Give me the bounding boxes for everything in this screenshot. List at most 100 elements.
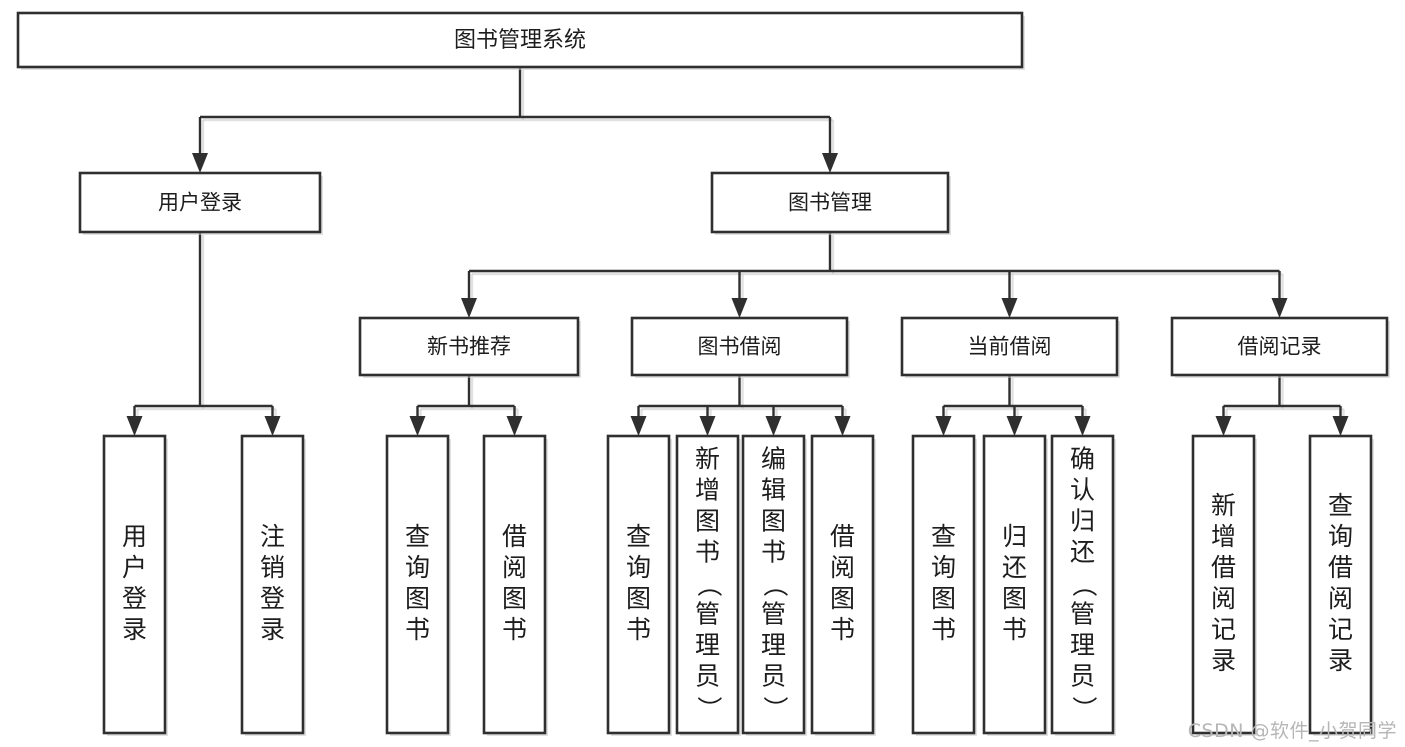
leaf-label-char: 管: [761, 600, 786, 629]
leaf-label-char: 录: [260, 615, 285, 644]
leaf-label-char: 图: [1002, 584, 1027, 613]
node-box[interactable]: [358, 316, 580, 377]
leaf-label-char: （: [1070, 572, 1099, 597]
node-box[interactable]: [78, 171, 322, 234]
arrow-head: [1074, 416, 1091, 436]
leaf-label-char: 阅: [1328, 584, 1353, 613]
node-user-login[interactable]: 用户登录: [78, 171, 323, 235]
leaf-label-char: 借: [1328, 553, 1353, 582]
leaf-label-char: 登: [122, 584, 147, 613]
edges-layer: [126, 67, 1349, 436]
node-box[interactable]: [710, 171, 950, 234]
leaf-label-char: 借: [1211, 553, 1236, 582]
arrow-head: [834, 416, 851, 436]
arrow-head: [1332, 416, 1349, 436]
leaf-label-char: 书: [405, 615, 430, 644]
node-box[interactable]: [385, 434, 450, 735]
leaf-label-char: 员: [1070, 662, 1095, 691]
leaf-label-char: 书: [931, 615, 956, 644]
leaf-label-char: 询: [405, 553, 430, 582]
leaf-label-char: 管: [695, 600, 720, 629]
node-box[interactable]: [1050, 434, 1115, 735]
leaf-label-char: 登: [260, 584, 285, 613]
node-label: 图书管理系统: [454, 28, 586, 53]
leaf-label-char: 新: [695, 445, 720, 474]
leaf-label-char: 图: [695, 507, 720, 536]
leaf-label-char: ）: [761, 696, 790, 721]
node-box[interactable]: [1308, 434, 1373, 735]
node-box[interactable]: [102, 434, 167, 735]
leaf-label-char: 查: [626, 522, 651, 551]
leaf-label-char: 书: [761, 538, 786, 567]
node-box[interactable]: [741, 434, 806, 735]
node-box[interactable]: [240, 434, 305, 735]
leaf-label-char: 询: [1328, 522, 1353, 551]
leaf-label-char: 查: [405, 522, 430, 551]
leaf-label-char: 询: [626, 553, 651, 582]
leaf-label-char: 户: [122, 553, 147, 582]
leaf-label-char: 新: [1211, 491, 1236, 520]
leaf-label-char: 录: [1211, 646, 1236, 675]
node-leaf-user-login[interactable]: 用户登录: [102, 434, 168, 736]
leaf-label-char: 书: [502, 615, 527, 644]
node-box[interactable]: [900, 316, 1119, 377]
leaf-label-char: 员: [695, 662, 720, 691]
node-box[interactable]: [1191, 434, 1256, 735]
node-box[interactable]: [630, 316, 849, 377]
leaf-label-char: 还: [1070, 538, 1095, 567]
node-box[interactable]: [606, 434, 671, 735]
arrow-head: [192, 153, 208, 173]
leaf-label-char: 辑: [761, 476, 786, 505]
leaf-label-char: 查: [1328, 491, 1353, 520]
node-box[interactable]: [982, 434, 1047, 735]
leaf-label-char: （: [761, 572, 790, 597]
arrow-head: [409, 416, 426, 436]
connector-book-manage: [461, 232, 1288, 318]
connector-user-login: [126, 232, 281, 436]
node-box[interactable]: [16, 11, 1024, 69]
node-current-borrow[interactable]: 当前借阅: [900, 316, 1120, 378]
node-box[interactable]: [482, 434, 547, 735]
arrow-head: [1001, 298, 1018, 318]
leaf-label-char: 图: [931, 584, 956, 613]
node-box[interactable]: [810, 434, 875, 735]
arrow-head: [1215, 416, 1232, 436]
node-new-book-recommend[interactable]: 新书推荐: [358, 316, 581, 378]
leaf-label-char: 录: [122, 615, 147, 644]
leaf-label-char: 阅: [1211, 584, 1236, 613]
leaf-label-char: 书: [830, 615, 855, 644]
leaf-label-char: 图: [761, 507, 786, 536]
node-label: 当前借阅: [968, 335, 1052, 359]
arrow-head: [630, 416, 647, 436]
node-box[interactable]: [1170, 316, 1389, 377]
arrow-head: [765, 416, 782, 436]
leaf-label-char: 图: [502, 584, 527, 613]
node-borrow-record[interactable]: 借阅记录: [1170, 316, 1390, 378]
leaf-label-char: 增: [695, 476, 720, 505]
node-book-borrow[interactable]: 图书借阅: [630, 316, 850, 378]
leaf-label-char: ）: [1070, 696, 1099, 721]
arrow-head: [822, 153, 838, 173]
leaf-label-char: 销: [260, 553, 285, 582]
node-root[interactable]: 图书管理系统: [16, 11, 1025, 70]
watermark-text: CSDN @软件_小贺同学: [1187, 720, 1397, 742]
leaf-label-char: 归: [1002, 522, 1027, 551]
leaf-label-char: 记: [1211, 615, 1236, 644]
node-box[interactable]: [675, 434, 740, 735]
nodes-layer: 图书管理系统用户登录图书管理新书推荐图书借阅当前借阅借阅记录用户登录注销登录查询…: [16, 11, 1390, 736]
leaf-label-char: 借: [830, 522, 855, 551]
node-box[interactable]: [911, 434, 976, 735]
node-book-manage[interactable]: 图书管理: [710, 171, 951, 235]
